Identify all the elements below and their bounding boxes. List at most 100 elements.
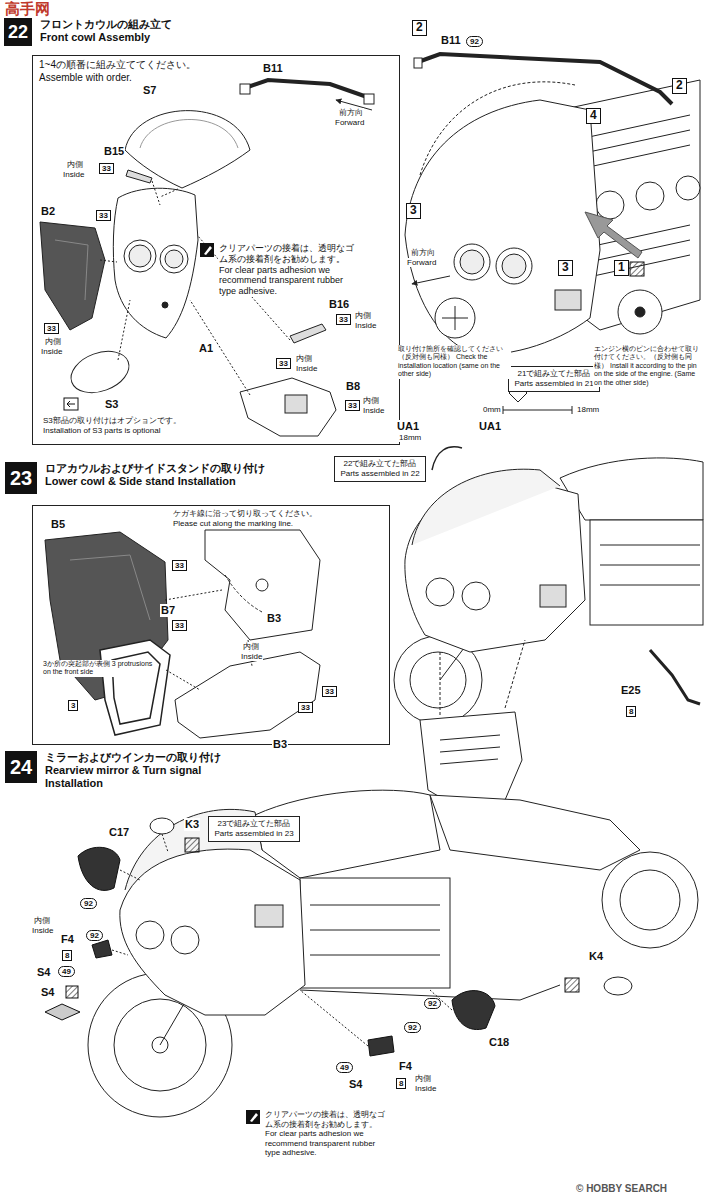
engine-illustration <box>636 182 664 210</box>
instruction-note: 3か所の突起部が表側 3 protrusions on the front si… <box>42 660 154 677</box>
side-note: Inside <box>354 321 377 330</box>
side-note: 18mm <box>398 433 422 442</box>
upper-cowl-part <box>129 245 151 267</box>
front-cowl-assembly <box>405 82 600 354</box>
clear-part-icon <box>45 1004 80 1020</box>
order-number: 4 <box>586 108 601 124</box>
motorcycle-body <box>255 790 640 1000</box>
paint-number: 3 <box>68 700 78 711</box>
side-note: 内側 <box>362 396 380 405</box>
upper-cowl-part <box>162 302 168 308</box>
paint-number: 49 <box>58 966 75 977</box>
headlight-lens-part <box>65 344 134 400</box>
upper-cowl-part <box>165 250 183 268</box>
detail-inset <box>618 290 662 334</box>
fuel-tank <box>600 565 700 566</box>
front-wheel <box>410 652 466 708</box>
antenna-part <box>432 447 462 470</box>
part-name: E25 <box>620 684 642 697</box>
assembly-guide-lines <box>160 189 178 197</box>
clear-adhesive-icon <box>246 1110 260 1124</box>
side-note: Inside <box>31 926 54 935</box>
turn-signal <box>92 940 112 958</box>
fuel-tank <box>560 458 703 520</box>
paint-number: 33 <box>298 702 313 713</box>
instruction-note: ケガキ線に沿って切り取ってください。 Please cut along the … <box>173 506 338 529</box>
part-name: S7 <box>142 84 157 97</box>
motorcycle-body <box>300 878 450 988</box>
assembly-guide-lines <box>152 181 160 205</box>
engine-illustration <box>676 176 700 200</box>
front-cowl-assembly <box>555 290 581 310</box>
front-cowl-assembly <box>405 469 585 652</box>
rear-wheel <box>602 852 698 948</box>
paint-number: 92 <box>404 1022 421 1033</box>
antenna-part <box>572 406 573 414</box>
paint-number: 33 <box>276 358 291 369</box>
bracket-inset <box>240 80 374 110</box>
engine-illustration <box>596 191 624 219</box>
rearview-mirror <box>452 991 495 1030</box>
part-name: S4 <box>36 966 51 979</box>
optional-part-icon <box>64 398 78 410</box>
front-cowl-assembly <box>502 254 526 278</box>
part-name: UA1 <box>396 420 420 433</box>
lower-cowl-assembly <box>440 652 441 715</box>
bracket-part <box>414 58 422 68</box>
parts-reference-box: 21で組み立てた部品 Parts assembled in 21 <box>508 366 600 392</box>
step-heading: フロントカウルの組み立て Front cowl Assembly <box>40 18 190 44</box>
motorcycle-body <box>430 795 640 870</box>
side-note: Inside <box>62 170 85 179</box>
direction-arrow <box>412 276 450 284</box>
copyright-mark: © HOBBY SEARCH <box>575 1183 668 1195</box>
mirror-lens <box>150 818 174 834</box>
assembly-guide-lines <box>100 260 117 262</box>
part-name: S4 <box>40 986 55 999</box>
paint-number: 49 <box>336 1062 353 1073</box>
lower-cowl-part <box>256 579 268 591</box>
clear-part-icon <box>185 838 199 852</box>
part-name: B3 <box>272 738 288 751</box>
upper-cowl-part <box>113 188 198 338</box>
parts-reference-box: 22で組み立てた部品 Parts assembled in 22 <box>334 456 426 482</box>
side-stand <box>650 650 700 704</box>
front-cowl-assembly <box>460 250 484 274</box>
front-cowl-assembly <box>412 469 560 545</box>
instruction-note: S3部品の取り付けはオプションです。 Installation of S3 pa… <box>42 416 204 435</box>
clear-part-icon <box>66 986 78 998</box>
paint-number: 33 <box>99 163 114 174</box>
part-name: UA1 <box>478 420 502 433</box>
paint-number: 92 <box>466 36 483 47</box>
front-cowl-assembly <box>426 578 454 606</box>
front-cowl-assembly <box>540 585 566 607</box>
direction-arrow <box>412 276 450 284</box>
clear-adhesive-icon <box>204 246 212 255</box>
upper-cowl-part <box>113 188 198 338</box>
turn-signal <box>92 940 394 1056</box>
part-name: B15 <box>103 145 125 158</box>
rearview-mirror <box>78 847 495 1029</box>
paint-number: 33 <box>44 323 59 334</box>
front-cowl-assembly <box>120 809 305 1015</box>
part-name: C17 <box>108 826 130 839</box>
inner-panel-part <box>55 240 88 300</box>
clear-adhesive-icon <box>200 243 214 257</box>
assembly-guide-lines <box>165 590 222 600</box>
part-name: S3 <box>104 398 119 411</box>
parts-reference-text: 22で組み立てた部品 Parts assembled in 22 <box>338 459 422 479</box>
antenna-part <box>503 406 504 414</box>
side-note: 内側 <box>242 642 260 651</box>
step-number: 23 <box>5 462 37 494</box>
clear-adhesive-icon <box>200 243 214 257</box>
windshield-part <box>140 119 238 148</box>
inner-panel-part <box>40 222 105 330</box>
detail-inset <box>635 307 645 317</box>
motorcycle-body <box>310 955 440 956</box>
front-cowl-assembly <box>171 926 199 954</box>
front-cowl-assembly <box>420 82 575 175</box>
side-panel-part <box>240 378 336 436</box>
order-number: 2 <box>672 78 687 94</box>
part-name: C18 <box>488 1036 510 1049</box>
